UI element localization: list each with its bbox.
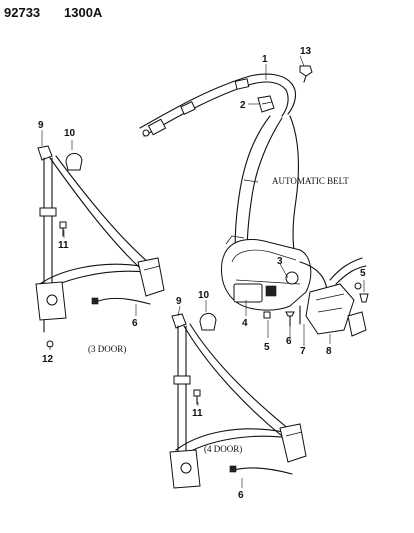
mounting-bolt [299,65,313,83]
callout-11: 11 [58,240,69,251]
diagram-code: 1300A [64,5,103,20]
callout-8: 8 [326,346,332,357]
three-door-caption: (3 DOOR) [88,344,126,354]
automatic-belt-caption: AUTOMATIC BELT [272,176,349,186]
callout-6: 6 [132,318,138,329]
rail-bracket [257,95,275,113]
callout-4: 4 [242,318,248,329]
anchor-cover [199,313,217,331]
callout-5: 5 [360,268,366,279]
callout-13: 13 [300,46,312,57]
callout-10: 10 [198,290,210,301]
upper-anchor [171,313,187,329]
callout-7: 7 [300,346,306,357]
four-door-belt-assembly [169,313,307,489]
callout-9: 9 [176,296,182,307]
anchor-cover [65,153,83,171]
catalog-number: 92733 [4,5,40,20]
callout-12: 12 [42,354,54,365]
callout-6: 6 [238,490,244,501]
callout-6: 6 [286,336,292,347]
guide-rail [139,73,297,137]
four-door-caption: (4 DOOR) [204,444,242,454]
callout-2: 2 [240,100,246,111]
leader-lines [41,55,365,488]
callout-9: 9 [38,120,44,131]
three-door-belt-assembly [35,145,165,348]
callout-1: 1 [262,54,268,65]
callouts: 1 2 3 4 5 5 6 6 6 7 8 9 9 10 10 11 11 12… [38,46,366,501]
callout-5: 5 [264,342,270,353]
callout-3: 3 [277,256,283,267]
anchor-hardware [263,293,369,327]
upper-anchor [37,145,53,161]
callout-10: 10 [64,128,76,139]
automatic-belt-retractor [221,235,312,311]
callout-11: 11 [192,408,203,419]
automatic-belt-buckle [299,257,367,337]
automatic-belt-assembly [139,65,369,337]
